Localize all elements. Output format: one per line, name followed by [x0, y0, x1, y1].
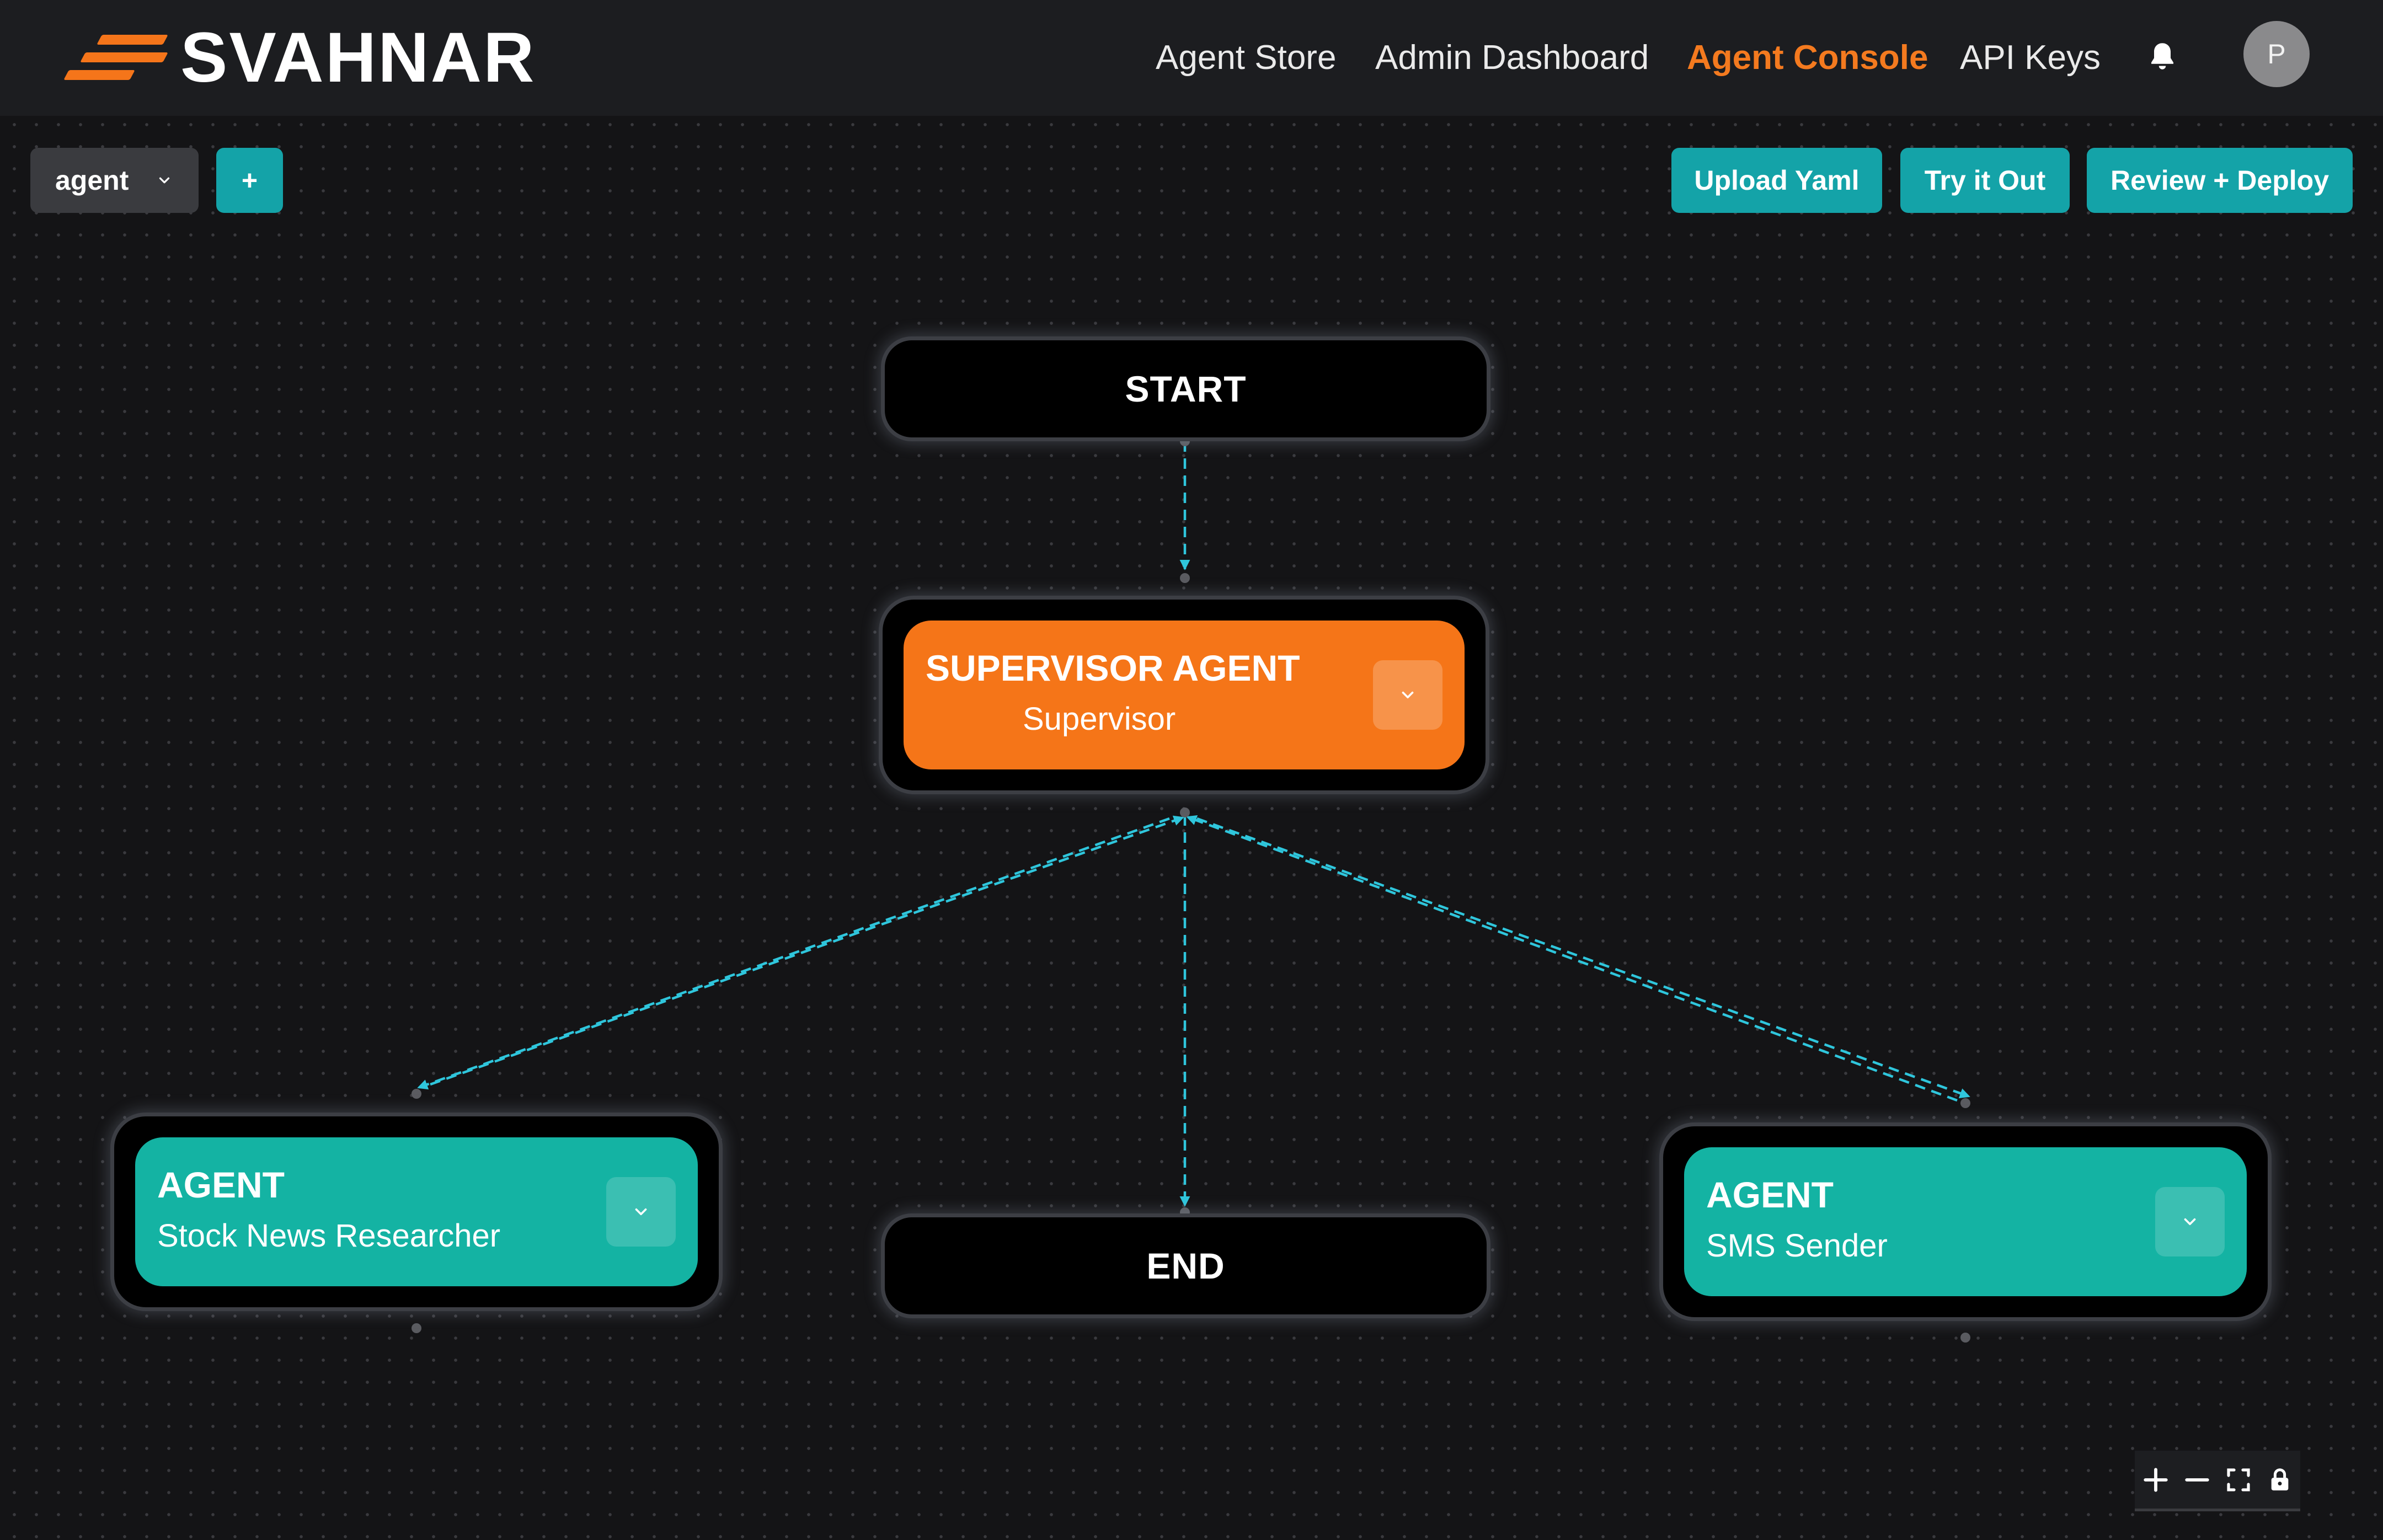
supervisor-agent-card: SUPERVISOR AGENT Supervisor — [904, 621, 1465, 769]
start-node[interactable]: START — [881, 336, 1490, 441]
edge-supervisor-researcher — [417, 817, 1170, 1090]
agent-card: AGENT Stock News Researcher — [135, 1137, 698, 1286]
agent-expand-button[interactable] — [606, 1177, 676, 1247]
end-node-label: END — [1146, 1245, 1225, 1286]
fit-view-icon[interactable] — [2222, 1463, 2255, 1496]
nav-agent-console[interactable]: Agent Console — [1687, 39, 1928, 77]
supervisor-expand-button[interactable] — [1373, 660, 1442, 730]
handle-dot[interactable] — [1180, 808, 1190, 817]
end-node[interactable]: END — [881, 1213, 1490, 1318]
agent-expand-button[interactable] — [2155, 1187, 2225, 1256]
agent-node-stock-news-researcher[interactable]: AGENT Stock News Researcher — [110, 1113, 723, 1311]
edge-researcher-supervisor — [430, 815, 1184, 1086]
agent-title: AGENT — [1706, 1174, 1834, 1215]
agent-node-sms-sender[interactable]: AGENT SMS Sender — [1659, 1122, 2272, 1321]
supervisor-agent-title: SUPERVISOR AGENT — [926, 648, 1300, 688]
handle-dot[interactable] — [412, 1089, 421, 1099]
chevron-down-icon — [1402, 691, 1414, 699]
agent-select[interactable]: agent — [30, 148, 199, 213]
try-it-out-button[interactable]: Try it Out — [1900, 148, 2070, 213]
start-node-label: START — [1125, 368, 1247, 409]
agent-subtitle: Stock News Researcher — [157, 1218, 501, 1254]
brand-logo[interactable]: SVAHNAR — [61, 23, 536, 93]
handle-dot[interactable] — [412, 1323, 421, 1333]
nav-agent-store[interactable]: Agent Store — [1156, 39, 1337, 77]
review-deploy-button[interactable]: Review + Deploy — [2087, 148, 2353, 213]
user-avatar[interactable]: P — [2243, 21, 2310, 87]
zoom-in-icon[interactable] — [2139, 1463, 2172, 1496]
nav-admin-dashboard[interactable]: Admin Dashboard — [1375, 39, 1649, 77]
chevron-down-icon — [159, 177, 170, 184]
add-agent-button[interactable]: + — [216, 148, 283, 213]
handle-dot[interactable] — [1960, 1098, 1970, 1108]
nav-api-keys[interactable]: API Keys — [1960, 39, 2101, 77]
agent-card: AGENT SMS Sender — [1684, 1147, 2247, 1296]
zoom-out-icon[interactable] — [2181, 1463, 2214, 1496]
chevron-down-icon — [2184, 1218, 2196, 1226]
upload-yaml-button[interactable]: Upload Yaml — [1671, 148, 1882, 213]
handle-dot[interactable] — [1960, 1333, 1970, 1343]
bell-icon[interactable] — [2146, 40, 2179, 73]
edge-supervisor-sms — [1196, 817, 1970, 1099]
agent-select-value: agent — [55, 165, 129, 196]
edge-sms-supervisor — [1186, 815, 1958, 1102]
chevron-down-icon — [635, 1208, 647, 1216]
agent-subtitle: SMS Sender — [1706, 1228, 1888, 1264]
handle-dot[interactable] — [1180, 573, 1190, 583]
brand-name: SVAHNAR — [180, 18, 536, 97]
canvas-controls — [2135, 1451, 2300, 1511]
lock-icon[interactable] — [2263, 1463, 2296, 1496]
agent-title: AGENT — [157, 1164, 285, 1205]
supervisor-agent-subtitle: Supervisor — [1023, 701, 1176, 737]
supervisor-agent-node[interactable]: SUPERVISOR AGENT Supervisor — [879, 596, 1489, 794]
top-navbar: SVAHNAR Agent Store Admin Dashboard Agen… — [0, 0, 2383, 116]
